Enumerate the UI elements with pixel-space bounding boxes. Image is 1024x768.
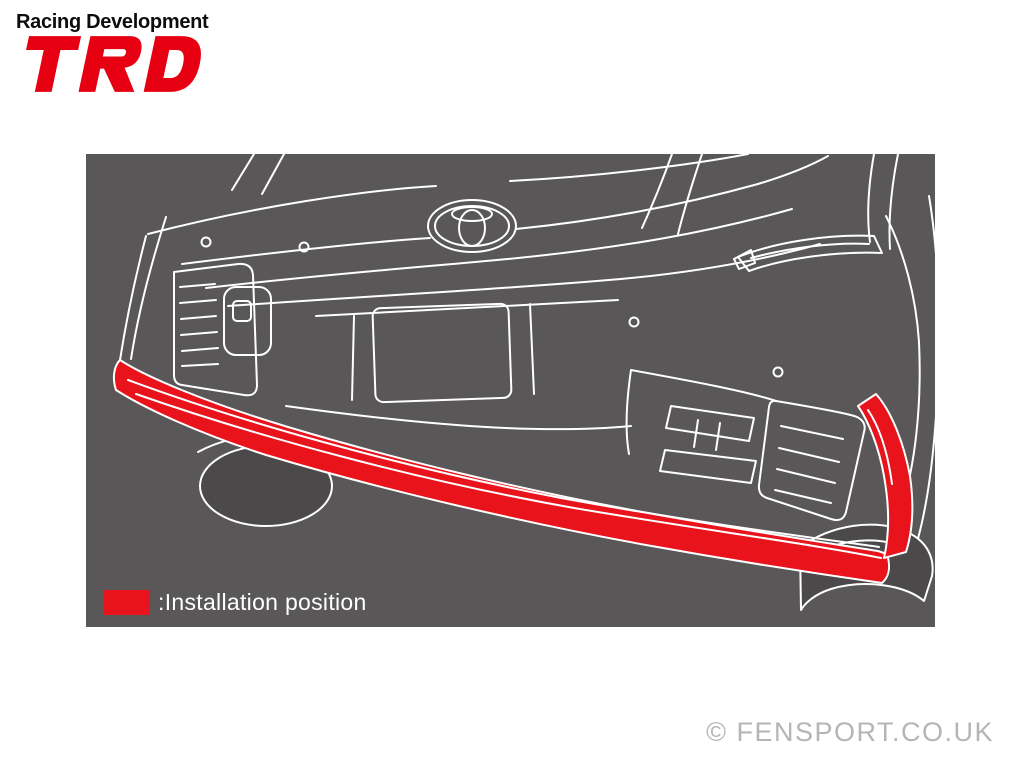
plate-recess-left [351, 315, 355, 401]
sensor-dot [772, 366, 784, 378]
wheel-arch-right [885, 215, 921, 511]
fender-line-2 [888, 154, 899, 250]
body-edge-left-1 [130, 216, 167, 360]
watermark: © FENSPORT.CO.UK [706, 717, 994, 747]
sensor-dot [628, 316, 640, 328]
toyota-emblem [427, 199, 517, 253]
license-plate [371, 302, 513, 404]
front-lip-corner-right [857, 393, 914, 559]
lip-contour-line-2 [135, 393, 882, 559]
cowl-line-1 [641, 154, 673, 229]
left-duct-assembly [173, 262, 272, 397]
sensor-dot [298, 241, 310, 253]
plate-recess-top [315, 299, 619, 317]
legend: :Installation position [104, 589, 367, 616]
hood-contour-1 [147, 185, 437, 235]
fender-line-1 [867, 154, 875, 243]
legend-label: :Installation position [158, 589, 367, 615]
trd-letter-r [78, 36, 142, 92]
lip-corner-contour [867, 409, 893, 485]
sensor-dot [200, 236, 212, 248]
trd-logo [26, 36, 201, 92]
bumper-lower-edge [285, 405, 632, 431]
trd-letter-d [143, 36, 201, 92]
pillar-line-left-2 [261, 154, 285, 195]
right-duct-assembly [625, 369, 866, 522]
installation-highlight [112, 359, 914, 584]
hood-contour-2 [509, 154, 749, 182]
pillar-line-left [231, 154, 255, 191]
grille-top-edge [205, 208, 793, 289]
brand-tagline: Racing Development [16, 11, 209, 33]
body-edge-left-2 [119, 235, 147, 361]
bonnet-shutline-left [181, 237, 431, 265]
lip-contour-line-1 [127, 379, 880, 548]
right-headlight [733, 234, 883, 272]
body-edge-right [909, 195, 935, 565]
diagram-panel: :Installation position [86, 154, 935, 627]
bumper-crease-upper [227, 243, 821, 307]
brand-logo-block: Racing Development [16, 11, 209, 92]
plate-recess-right [529, 303, 535, 395]
cowl-line-2 [677, 154, 703, 235]
trd-letter-t [26, 36, 82, 92]
car-front-line-art [112, 154, 935, 611]
legend-swatch [104, 590, 150, 615]
bonnet-shutline-right [515, 155, 829, 230]
